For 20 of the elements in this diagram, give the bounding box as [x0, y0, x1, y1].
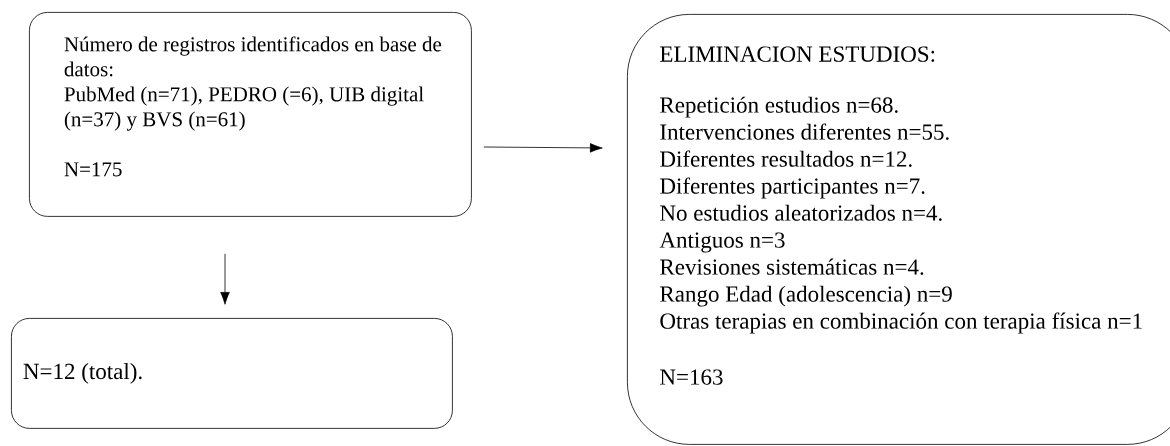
box-text: N=12 (total). [23, 362, 142, 384]
process-box [11, 318, 453, 429]
box-text: PubMed (n=71), PEDRO (=6), UIB digital (n=37) y BVS (n=61) [64, 86, 424, 131]
box-text: Revisiones sistemáticas n=4. [660, 258, 924, 275]
box-text: Número de registros identificados en base de datos: [64, 36, 442, 77]
box-text: ELIMINACION ESTUDIOS: [660, 46, 935, 62]
box-text: Rango Edad (adolescencia) n=9 [660, 285, 952, 307]
box-text: Otras terapias en combinación con terapia física n=1 [660, 312, 1142, 334]
arrow [220, 253, 230, 305]
box-text: Diferentes resultados n=12. [660, 150, 912, 167]
box-text: N=163 [660, 369, 723, 385]
box-text: Intervenciones diferentes n=55. [660, 123, 949, 140]
process-box [29, 12, 472, 217]
box-text: Antiguos n=3 [659, 232, 785, 253]
box-text: Repetición estudios n=68. [660, 96, 898, 118]
box-text: N=175 [64, 162, 122, 177]
process-box [627, 14, 1170, 445]
arrow [483, 143, 603, 153]
box-text: Diferentes participantes n=7. [660, 177, 925, 199]
box-text: No estudios aleatorizados n=4. [660, 204, 942, 221]
